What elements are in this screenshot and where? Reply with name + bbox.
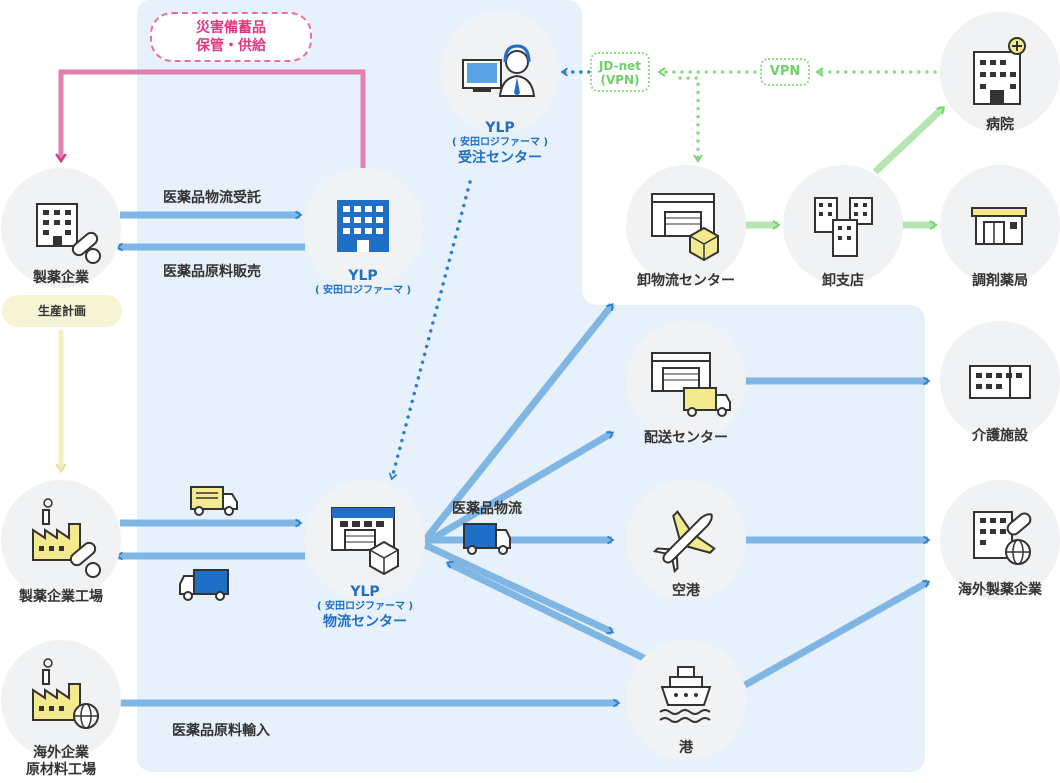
- ylp-logistics-role: 物流センター: [322, 614, 407, 630]
- building-pill-icon: [36, 203, 101, 264]
- ylp-logistics-sub: ( 安田ロジファーマ ): [316, 601, 414, 612]
- arrow-port-to-ylp: [445, 559, 654, 666]
- hospital-icon: [973, 37, 1026, 105]
- label-minato: 港: [679, 740, 693, 756]
- building-globe-pill-icon: [973, 511, 1032, 565]
- label-kaigai-genzairyou-1: 海外企業: [33, 745, 89, 761]
- wholesale-warehouse-icon: [651, 193, 719, 262]
- jdnet-box: JD-net (VPN): [590, 52, 650, 92]
- delivery-center-icon: [651, 352, 731, 417]
- truck-blue-icon: [179, 569, 229, 601]
- truck-logistics-icon: [463, 523, 511, 555]
- ylp-order-role: 受注センター: [457, 150, 542, 166]
- factory-globe-icon: [32, 658, 99, 729]
- label-ylp-main: YLP ( 安田ロジファーマ ): [315, 268, 411, 298]
- label-oroshi-shiten: 卸支店: [822, 273, 864, 289]
- arrow-port-to-overseas: [743, 578, 931, 689]
- care-facility-icon: [969, 365, 1031, 399]
- flow-itaku: 医薬品物流受託: [163, 190, 261, 206]
- airplane-icon: [652, 510, 716, 574]
- flow-genryou-yunyuu: 医薬品原料輸入: [172, 723, 270, 739]
- disaster-supply-line: [55, 69, 366, 168]
- label-ylp-logistics: YLP ( 安田ロジファーマ ) 物流センター: [317, 584, 413, 631]
- ylp-order-name: YLP: [485, 120, 515, 136]
- production-plan-label: 生産計画: [37, 304, 86, 318]
- ship-icon: [659, 666, 712, 723]
- arrow-to-port: [423, 541, 615, 636]
- ylp-main-sub: ( 安田ロジファーマ ): [314, 285, 412, 296]
- ylp-logistics-name: YLP: [350, 584, 380, 600]
- disaster-supply-box: 災害備蓄品 保管・供給: [150, 12, 312, 62]
- label-kuukou: 空港: [672, 583, 700, 599]
- dotted-order-to-logistics: [388, 180, 472, 481]
- vpn-box: VPN: [760, 58, 810, 86]
- label-kaigai-seiyaku: 海外製薬企業: [958, 582, 1042, 598]
- production-plan-pill: 生産計画: [2, 295, 122, 327]
- jdnet-sub: (VPN): [600, 73, 640, 87]
- label-kaigo: 介護施設: [972, 428, 1028, 444]
- operator-headset-icon: [462, 44, 536, 97]
- jdnet-label: JD-net: [598, 59, 642, 73]
- label-ylp-order: YLP ( 安田ロジファーマ ) 受注センター: [452, 120, 548, 167]
- disaster-line-1: 災害備蓄品: [196, 20, 266, 36]
- factory-pill-icon: [32, 498, 101, 578]
- label-seiyaku: 製薬企業: [33, 270, 89, 286]
- arrow-to-delivery: [423, 429, 615, 547]
- arrow-branch-to-hospital: [872, 105, 946, 175]
- ylp-building-icon: [337, 200, 389, 252]
- disaster-line-2: 保管・供給: [196, 38, 266, 54]
- ylp-main-name: YLP: [348, 268, 378, 284]
- label-chouzai: 調剤薬局: [972, 273, 1028, 289]
- label-haisou: 配送センター: [644, 430, 728, 446]
- label-byouin: 病院: [986, 117, 1014, 133]
- flow-genryou-hanbai: 医薬品原料販売: [163, 264, 261, 280]
- pharmacy-icon: [971, 207, 1027, 245]
- label-koujou: 製薬企業工場: [19, 589, 103, 605]
- ylp-order-sub: ( 安田ロジファーマ ): [451, 137, 549, 148]
- branch-buildings-icon: [814, 197, 873, 257]
- label-oroshi-center: 卸物流センター: [637, 273, 735, 289]
- vpn-label: VPN: [769, 64, 801, 79]
- flow-butsuryuu: 医薬品物流: [452, 501, 522, 517]
- truck-yellow-icon: [190, 486, 238, 516]
- arrow-to-wholesale: [422, 302, 615, 543]
- label-kaigai-genzairyou: 海外企業 原材料工場: [26, 745, 96, 779]
- warehouse-box-icon: [331, 507, 399, 576]
- label-kaigai-genzairyou-2: 原材料工場: [26, 762, 96, 778]
- dotted-jdnet-to-wholesale: [678, 76, 703, 163]
